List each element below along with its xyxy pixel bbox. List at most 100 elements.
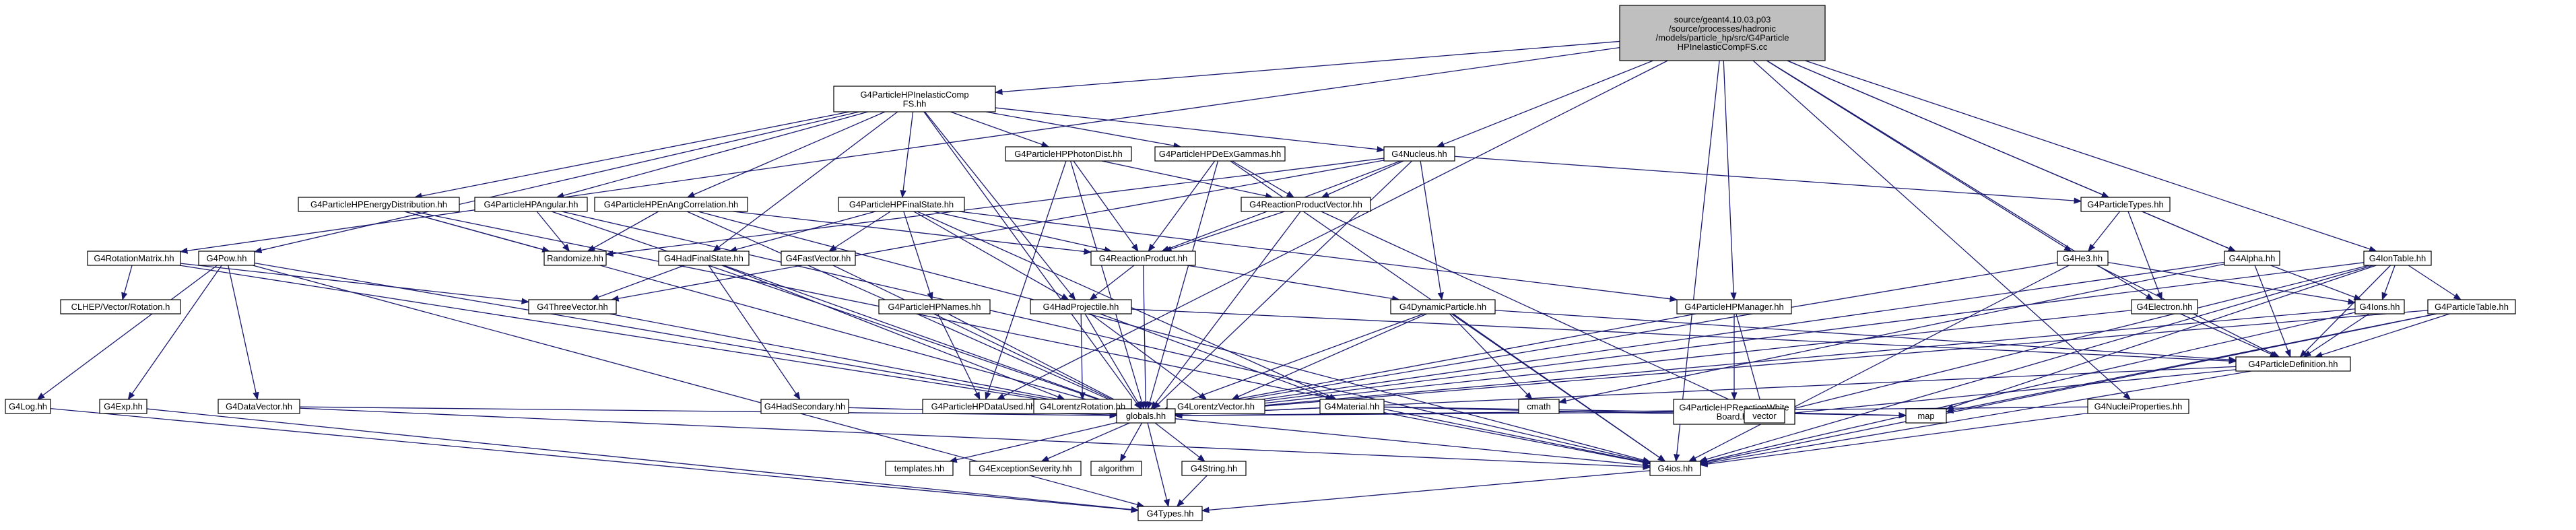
node-ptypes[interactable]: G4ParticleTypes.hh (2080, 197, 2171, 212)
include-edge-globals-to-excsev (1041, 422, 1130, 462)
node-label-electron: G4Electron.hh (2136, 302, 2192, 312)
node-nucleus[interactable]: G4Nucleus.hh (1383, 146, 1455, 162)
node-label-hadsec: G4HadSecondary.hh (764, 401, 845, 411)
node-cmath[interactable]: cmath (1518, 399, 1560, 414)
node-box-enangcorr (594, 197, 748, 212)
node-label-algorithm: algorithm (1098, 463, 1134, 473)
node-label-reactprodvec: G4ReactionProductVector.hh (1249, 199, 1362, 209)
node-g4types[interactable]: G4Types.hh (1137, 506, 1203, 521)
node-pdef[interactable]: G4ParticleDefinition.hh (2235, 356, 2351, 372)
node-map[interactable]: map (1905, 408, 1947, 424)
node-globals[interactable]: globals.hh (1116, 408, 1176, 424)
node-box-ptable (2427, 299, 2516, 314)
include-edge-reactwhite-to-map (1794, 411, 1907, 419)
node-hadfs[interactable]: G4HadFinalState.hh (658, 251, 750, 266)
include-edge-datavec-to-g4ios (299, 407, 1651, 471)
node-box-exp (99, 399, 147, 414)
include-edge-reactprod-to-hadproj (1089, 265, 1135, 300)
node-reactprodvec[interactable]: G4ReactionProductVector.hh (1241, 197, 1371, 212)
include-edge-enangcorr-to-randomize (587, 211, 659, 252)
include-edge-ptable-to-globals (1174, 310, 2429, 416)
include-edge-finalstate-to-fastvec (828, 211, 891, 252)
node-hadsec[interactable]: G4HadSecondary.hh (760, 399, 849, 414)
node-ions[interactable]: G4Ions.hh (2354, 299, 2405, 314)
node-g4ios[interactable]: G4ios.hh (1649, 461, 1701, 476)
node-label-g4types: G4Types.hh (1146, 508, 1193, 519)
node-hpnames[interactable]: G4ParticleHPNames.hh (878, 299, 991, 314)
node-label-reactwhite-line-2: Board.hh (1717, 411, 1752, 422)
node-clhep[interactable]: CLHEP/Vector/Rotation.h (60, 299, 181, 314)
node-alpha[interactable]: G4Alpha.hh (2224, 251, 2280, 266)
node-hadproj[interactable]: G4HadProjectile.hh (1030, 299, 1132, 314)
node-label-datavec: G4DataVector.hh (226, 401, 292, 411)
node-lorvec[interactable]: G4LorentzVector.hh (1166, 399, 1265, 414)
node-randomize[interactable]: Randomize.hh (543, 251, 607, 266)
node-dynpart[interactable]: G4DynamicParticle.hh (1390, 299, 1496, 314)
node-vector[interactable]: vector (1744, 408, 1785, 424)
node-box-photondist (1005, 146, 1132, 162)
node-label-energydist: G4ParticleHPEnergyDistribution.hh (310, 199, 447, 209)
node-label-g4string: G4String.hh (1191, 463, 1237, 473)
node-energydist[interactable]: G4ParticleHPEnergyDistribution.hh (298, 197, 460, 212)
node-deexg[interactable]: G4ParticleHPDeExGammas.hh (1154, 146, 1286, 162)
node-label-vector: vector (1752, 411, 1777, 421)
node-angular[interactable]: G4ParticleHPAngular.hh (474, 197, 588, 212)
node-threevec[interactable]: G4ThreeVector.hh (528, 299, 617, 314)
node-iontable[interactable]: G4IonTable.hh (2363, 251, 2432, 266)
node-enangcorr[interactable]: G4ParticleHPEnAngCorrelation.hh (594, 197, 748, 212)
node-datavec[interactable]: G4DataVector.hh (218, 399, 300, 414)
node-g4string[interactable]: G4String.hh (1181, 461, 1247, 476)
include-edge-root-to-nuclprop (1752, 60, 2132, 400)
node-box-comp (833, 86, 996, 112)
node-reactprod[interactable]: G4ReactionProduct.hh (1090, 251, 1196, 266)
node-photondist[interactable]: G4ParticleHPPhotonDist.hh (1005, 146, 1132, 162)
include-edge-pow-to-exp (127, 265, 222, 400)
node-pow[interactable]: G4Pow.hh (198, 251, 255, 266)
include-edge-iontable-to-map (1945, 265, 2377, 410)
include-edge-nuclprop-to-g4ios (1699, 412, 2088, 467)
include-edge-iontable-to-globals (1174, 262, 2365, 415)
node-electron[interactable]: G4Electron.hh (2131, 299, 2198, 314)
include-edge-iontable-to-pdef (2299, 265, 2391, 358)
node-ptable[interactable]: G4ParticleTable.hh (2427, 299, 2516, 314)
node-box-fastvec (781, 251, 856, 266)
node-box-energydist (298, 197, 460, 212)
node-label-dataused: G4ParticleHPDataUsed.hh (931, 401, 1036, 411)
include-edge-comp-to-energydist (414, 111, 850, 199)
node-label-root-line-1: source/geant4.10.03.p03 (1674, 14, 1771, 24)
node-dataused[interactable]: G4ParticleHPDataUsed.hh (922, 399, 1045, 414)
node-box-datavec (218, 399, 300, 414)
include-edge-comp-to-pow (253, 111, 860, 254)
node-box-randomize (543, 251, 607, 266)
include-edge-dynpart-to-globals (1164, 313, 1424, 409)
node-box-angular (474, 197, 588, 212)
node-material[interactable]: G4Material.hh (1319, 399, 1385, 414)
node-hpmanager[interactable]: G4ParticleHPManager.hh (1676, 299, 1792, 314)
node-templates[interactable]: templates.hh (885, 461, 954, 476)
node-nuclprop[interactable]: G4NucleiProperties.hh (2087, 399, 2189, 414)
node-lorrot[interactable]: G4LorentzRotation.hh (1033, 399, 1132, 414)
node-box-rotmat (87, 251, 181, 266)
node-fastvec[interactable]: G4FastVector.hh (781, 251, 856, 266)
node-box-ptypes (2080, 197, 2171, 212)
node-rotmat[interactable]: G4RotationMatrix.hh (87, 251, 181, 266)
node-label-randomize: Randomize.hh (547, 253, 603, 263)
node-exp[interactable]: G4Exp.hh (99, 399, 147, 414)
include-edge-pow-to-datavec (228, 265, 259, 401)
node-label-nuclprop: G4NucleiProperties.hh (2094, 401, 2183, 411)
node-excsev[interactable]: G4ExceptionSeverity.hh (969, 461, 1082, 476)
node-he3[interactable]: G4He3.hh (2057, 251, 2109, 266)
include-edge-hadfs-to-threevec (591, 265, 685, 300)
node-log[interactable]: G4Log.hh (5, 399, 51, 414)
node-label-templates: templates.hh (894, 463, 944, 473)
node-algorithm[interactable]: algorithm (1090, 461, 1142, 476)
include-edge-finalstate-to-hpmanager (958, 211, 1678, 302)
node-label-angular: G4ParticleHPAngular.hh (484, 199, 579, 209)
include-edge-enangcorr-to-reactprod (733, 211, 1092, 255)
node-finalstate[interactable]: G4ParticleHPFinalState.hh (838, 197, 965, 212)
node-label-hadfs: G4HadFinalState.hh (664, 253, 744, 263)
include-edge-hadfs-to-hadsec (708, 265, 801, 400)
node-label-dynpart: G4DynamicParticle.hh (1399, 302, 1486, 312)
node-label-hadproj: G4HadProjectile.hh (1043, 302, 1119, 312)
